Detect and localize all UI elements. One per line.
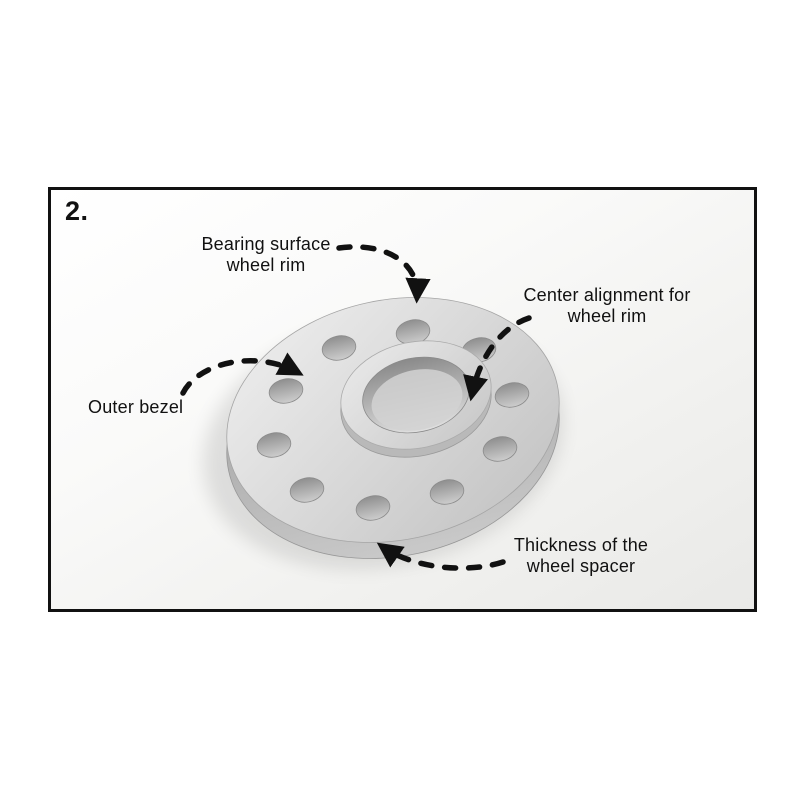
wheel-spacer-illustration [180,244,563,571]
arrow-outer-bezel [180,352,304,396]
label-outer-bezel-text: Outer bezel [88,397,184,417]
label-bearing-surface-line1: Bearing surface [201,234,331,254]
arrow-bearing-surface [336,244,431,304]
label-outer-bezel: Outer bezel [88,397,218,418]
arrow-thickness [376,542,506,571]
diagram-frame: 2. [48,187,757,612]
arrow-center-alignment [463,315,532,402]
label-thickness-line2: wheel spacer [526,556,636,576]
label-center-alignment: Center alignment for wheel rim [509,285,705,327]
annotation-arrows [180,244,532,571]
label-center-alignment-line2: wheel rim [567,306,647,326]
label-bearing-surface: Bearing surface wheel rim [181,234,351,276]
label-center-alignment-line1: Center alignment for [523,285,691,305]
step-number: 2. [65,196,89,226]
center-bore-inner [371,369,463,431]
label-thickness-line1: Thickness of the [513,535,649,555]
label-thickness: Thickness of the wheel spacer [495,535,667,577]
label-bearing-surface-line2: wheel rim [226,255,306,275]
